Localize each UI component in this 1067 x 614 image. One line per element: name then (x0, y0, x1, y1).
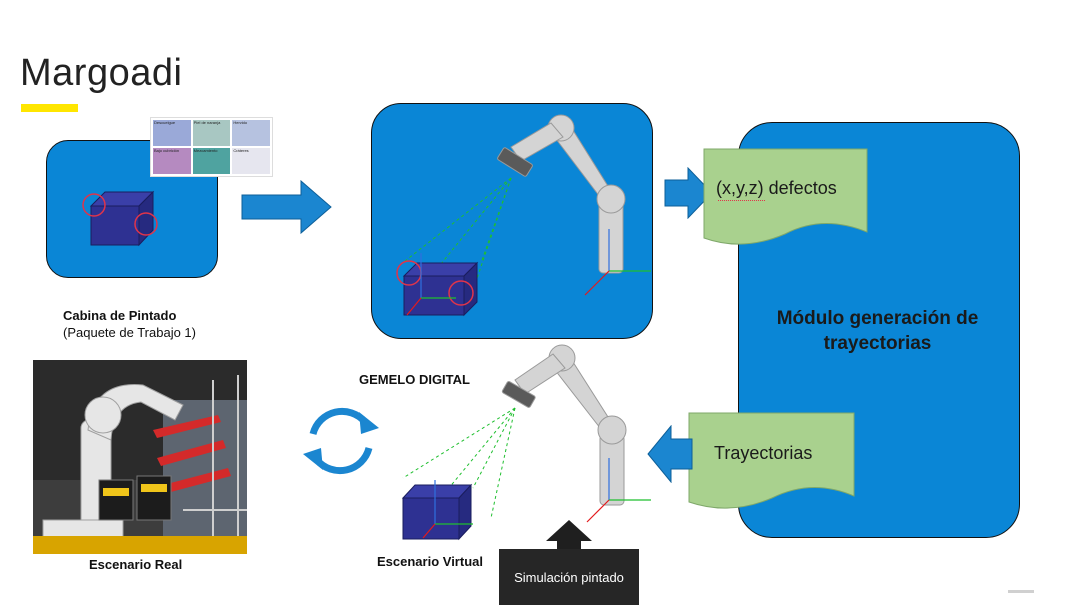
booth-cube-icon (82, 190, 158, 247)
simulation-box: Simulación pintado (499, 549, 639, 605)
defects-note-shape (703, 148, 868, 245)
title-underline (21, 104, 78, 112)
defect-cell: Descuelgue (153, 120, 191, 146)
defect-circle-icon (82, 193, 106, 217)
defect-cell: Bajo cubrición (153, 148, 191, 174)
real-scene-photo (33, 360, 247, 554)
spellcheck-underline (718, 200, 765, 201)
defect-cell: Hervido (232, 120, 270, 146)
booth-label: Cabina de Pintado (63, 308, 177, 323)
trajectories-note-shape (688, 412, 855, 509)
defects-note-text: (x,y,z) defectos (716, 178, 837, 198)
inspection-scene (396, 114, 651, 317)
defect-cell: Piel de naranja (192, 120, 231, 146)
module-label-line2: trayectorias (823, 333, 932, 354)
module-label: Módulo generación de trayectorias (750, 306, 1005, 356)
defect-circle-icon (134, 212, 158, 236)
flow-arrow-icon (647, 425, 693, 483)
digital-twin-label: GEMELO DIGITAL (359, 372, 470, 387)
part-cube-icon (402, 261, 479, 317)
up-arrow-icon (546, 520, 592, 551)
slide-footer-mark (1008, 590, 1034, 593)
sync-cycle-icon[interactable] (299, 402, 383, 480)
trajectories-note-text: Trayectorias (714, 443, 813, 463)
booth-sublabel: (Paquete de Trabajo 1) (63, 325, 196, 340)
virtual-cube-icon (401, 483, 473, 541)
virtual-scene (401, 344, 651, 541)
defect-cell: Cráteres (232, 148, 270, 174)
simulation-label: Simulación pintado (514, 569, 624, 585)
defect-circle-icon (448, 280, 474, 306)
flow-arrow-icon (241, 180, 332, 235)
defect-cell: Mezcamiento (192, 148, 231, 174)
defect-catalog: Descuelgue Piel de naranja Hervido Bajo … (150, 117, 273, 177)
real-scene-label: Escenario Real (89, 557, 183, 572)
virtual-scene-label: Escenario Virtual (377, 554, 483, 569)
flow-arrow-icon (664, 167, 713, 219)
virtual-robot-arm-icon (501, 344, 627, 506)
slide-title: Margoadi (20, 52, 183, 94)
robot-arm-icon (497, 114, 626, 274)
module-label-line1: Módulo generación de (776, 308, 979, 329)
